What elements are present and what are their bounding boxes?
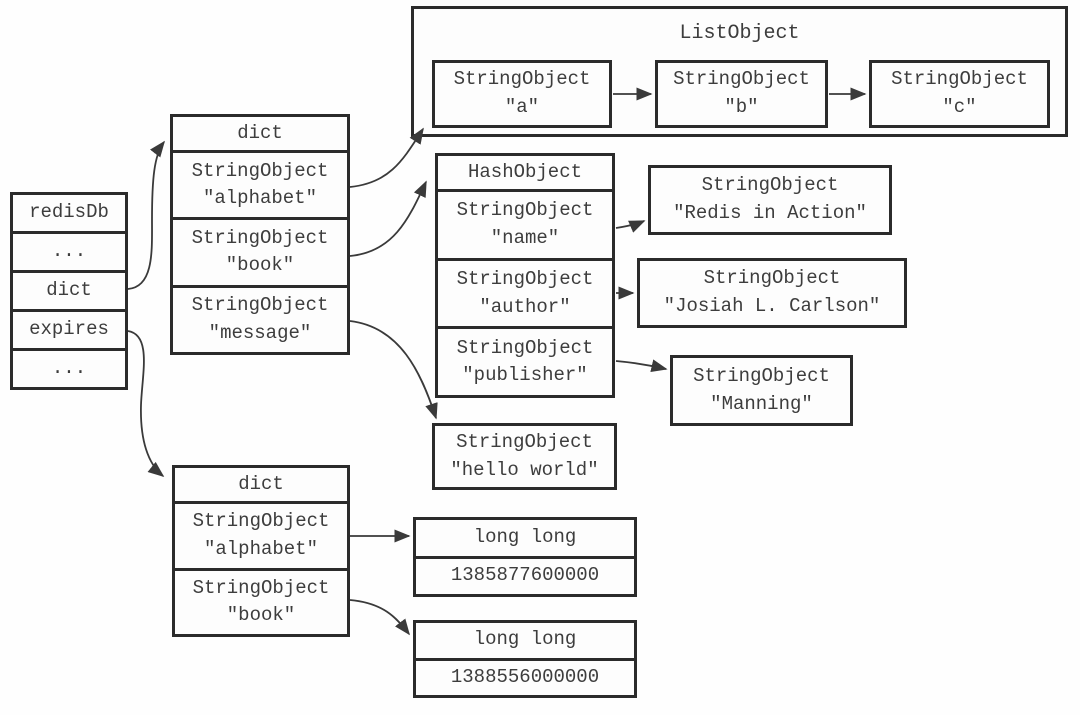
arrow-book-to-hash-object [349,180,427,257]
redisdb-ellipsis-top-row: ... [13,231,125,270]
redisdb-stack: redisDb ... dict expires ... [10,192,128,390]
hash-value-name-box: StringObject "Redis in Action" [648,165,892,235]
main-dict-key-alphabet: StringObject "alphabet" [173,150,347,217]
hash-value-publisher-label: StringObject "Manning" [693,364,830,415]
expires-dict-box: dict StringObject "alphabet" StringObjec… [172,465,350,637]
expire-time-book-box: long long 1388556000000 [413,620,637,698]
arrow-redisdb-expires-to-expires-dict [127,330,165,478]
main-dict-key-message: StringObject "message" [173,284,347,352]
arrow-publisher-to-value [615,359,668,373]
arrow-message-to-hello-world [349,320,438,420]
expire-time-alphabet-box: long long 1385877600000 [413,517,637,597]
list-item-b-label: StringObject "b" [673,68,810,118]
arrow-name-to-value [615,220,646,233]
list-item-c-label: StringObject "c" [891,68,1028,118]
expire-time-alphabet-value: 1385877600000 [416,555,634,595]
list-item-c: StringObject "c" [869,60,1050,128]
hash-value-publisher-box: StringObject "Manning" [670,355,853,426]
redisdb-title-row: redisDb [29,201,109,224]
arrow-expires-book-to-long [349,599,410,636]
hash-object-box: HashObject StringObject "name" StringObj… [435,153,615,398]
hash-field-author: StringObject "author" [438,257,612,327]
redisdb-ellipsis-bottom-row: ... [13,348,125,387]
main-dict-key-book: StringObject "book" [173,217,347,284]
hash-field-publisher: StringObject "publisher" [438,326,612,395]
hash-value-name-label: StringObject "Redis in Action" [673,174,867,224]
expires-key-book: StringObject "book" [175,567,347,635]
list-object-box: ListObject StringObject "a" StringObject… [411,6,1068,137]
redisdb-dict-row: dict [13,270,125,309]
hash-field-name: StringObject "name" [438,189,612,258]
expire-time-book-value: 1388556000000 [416,657,634,696]
hash-object-header: HashObject [467,160,583,183]
expire-time-alphabet-type: long long [473,525,577,548]
list-object-title: ListObject [679,21,800,45]
hash-value-author-box: StringObject "Josiah L. Carlson" [637,258,907,328]
expires-dict-header: dict [238,472,284,495]
arrow-alphabet-to-list-object [349,127,424,188]
list-item-a: StringObject "a" [432,60,612,128]
list-item-b: StringObject "b" [655,60,828,128]
list-item-a-label: StringObject "a" [453,68,591,118]
message-value-label: StringObject "hello world" [450,430,599,481]
expire-time-book-type: long long [473,628,577,651]
expires-key-alphabet: StringObject "alphabet" [175,501,347,568]
redisdb-expires-row: expires [13,309,125,348]
message-value-box: StringObject "hello world" [432,423,617,490]
main-dict-header: dict [237,121,283,144]
main-dict-box: dict StringObject "alphabet" StringObjec… [170,114,350,355]
hash-value-author-label: StringObject "Josiah L. Carlson" [663,267,881,317]
arrow-redisdb-dict-to-main-dict [127,140,165,290]
